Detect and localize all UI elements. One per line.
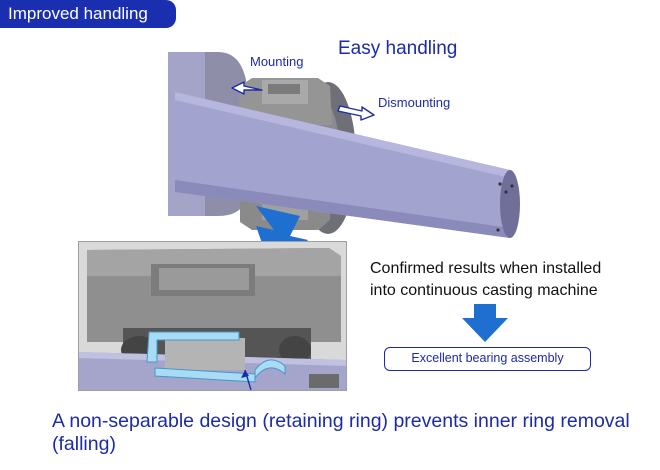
dismounting-arrow-icon bbox=[337, 105, 375, 121]
easy-handling-label: Easy handling bbox=[338, 38, 458, 59]
caption: A non-separable design (retaining ring) … bbox=[52, 410, 630, 455]
mounting-arrow-icon bbox=[231, 81, 263, 95]
detail-cross-section bbox=[78, 241, 347, 391]
result-arrow-icon bbox=[462, 304, 508, 342]
retaining-ring-highlight bbox=[146, 331, 240, 363]
mounting-label: Mounting bbox=[250, 54, 304, 69]
result-box: Excellent bearing assembly bbox=[384, 347, 591, 371]
dismounting-label: Dismounting bbox=[378, 95, 451, 110]
note-line-1: Confirmed results when installed bbox=[370, 260, 602, 277]
note-line-2: into continuous casting machine bbox=[370, 282, 598, 299]
shaft-end bbox=[500, 170, 520, 238]
improved-handling-badge: Improved handling bbox=[0, 0, 176, 28]
